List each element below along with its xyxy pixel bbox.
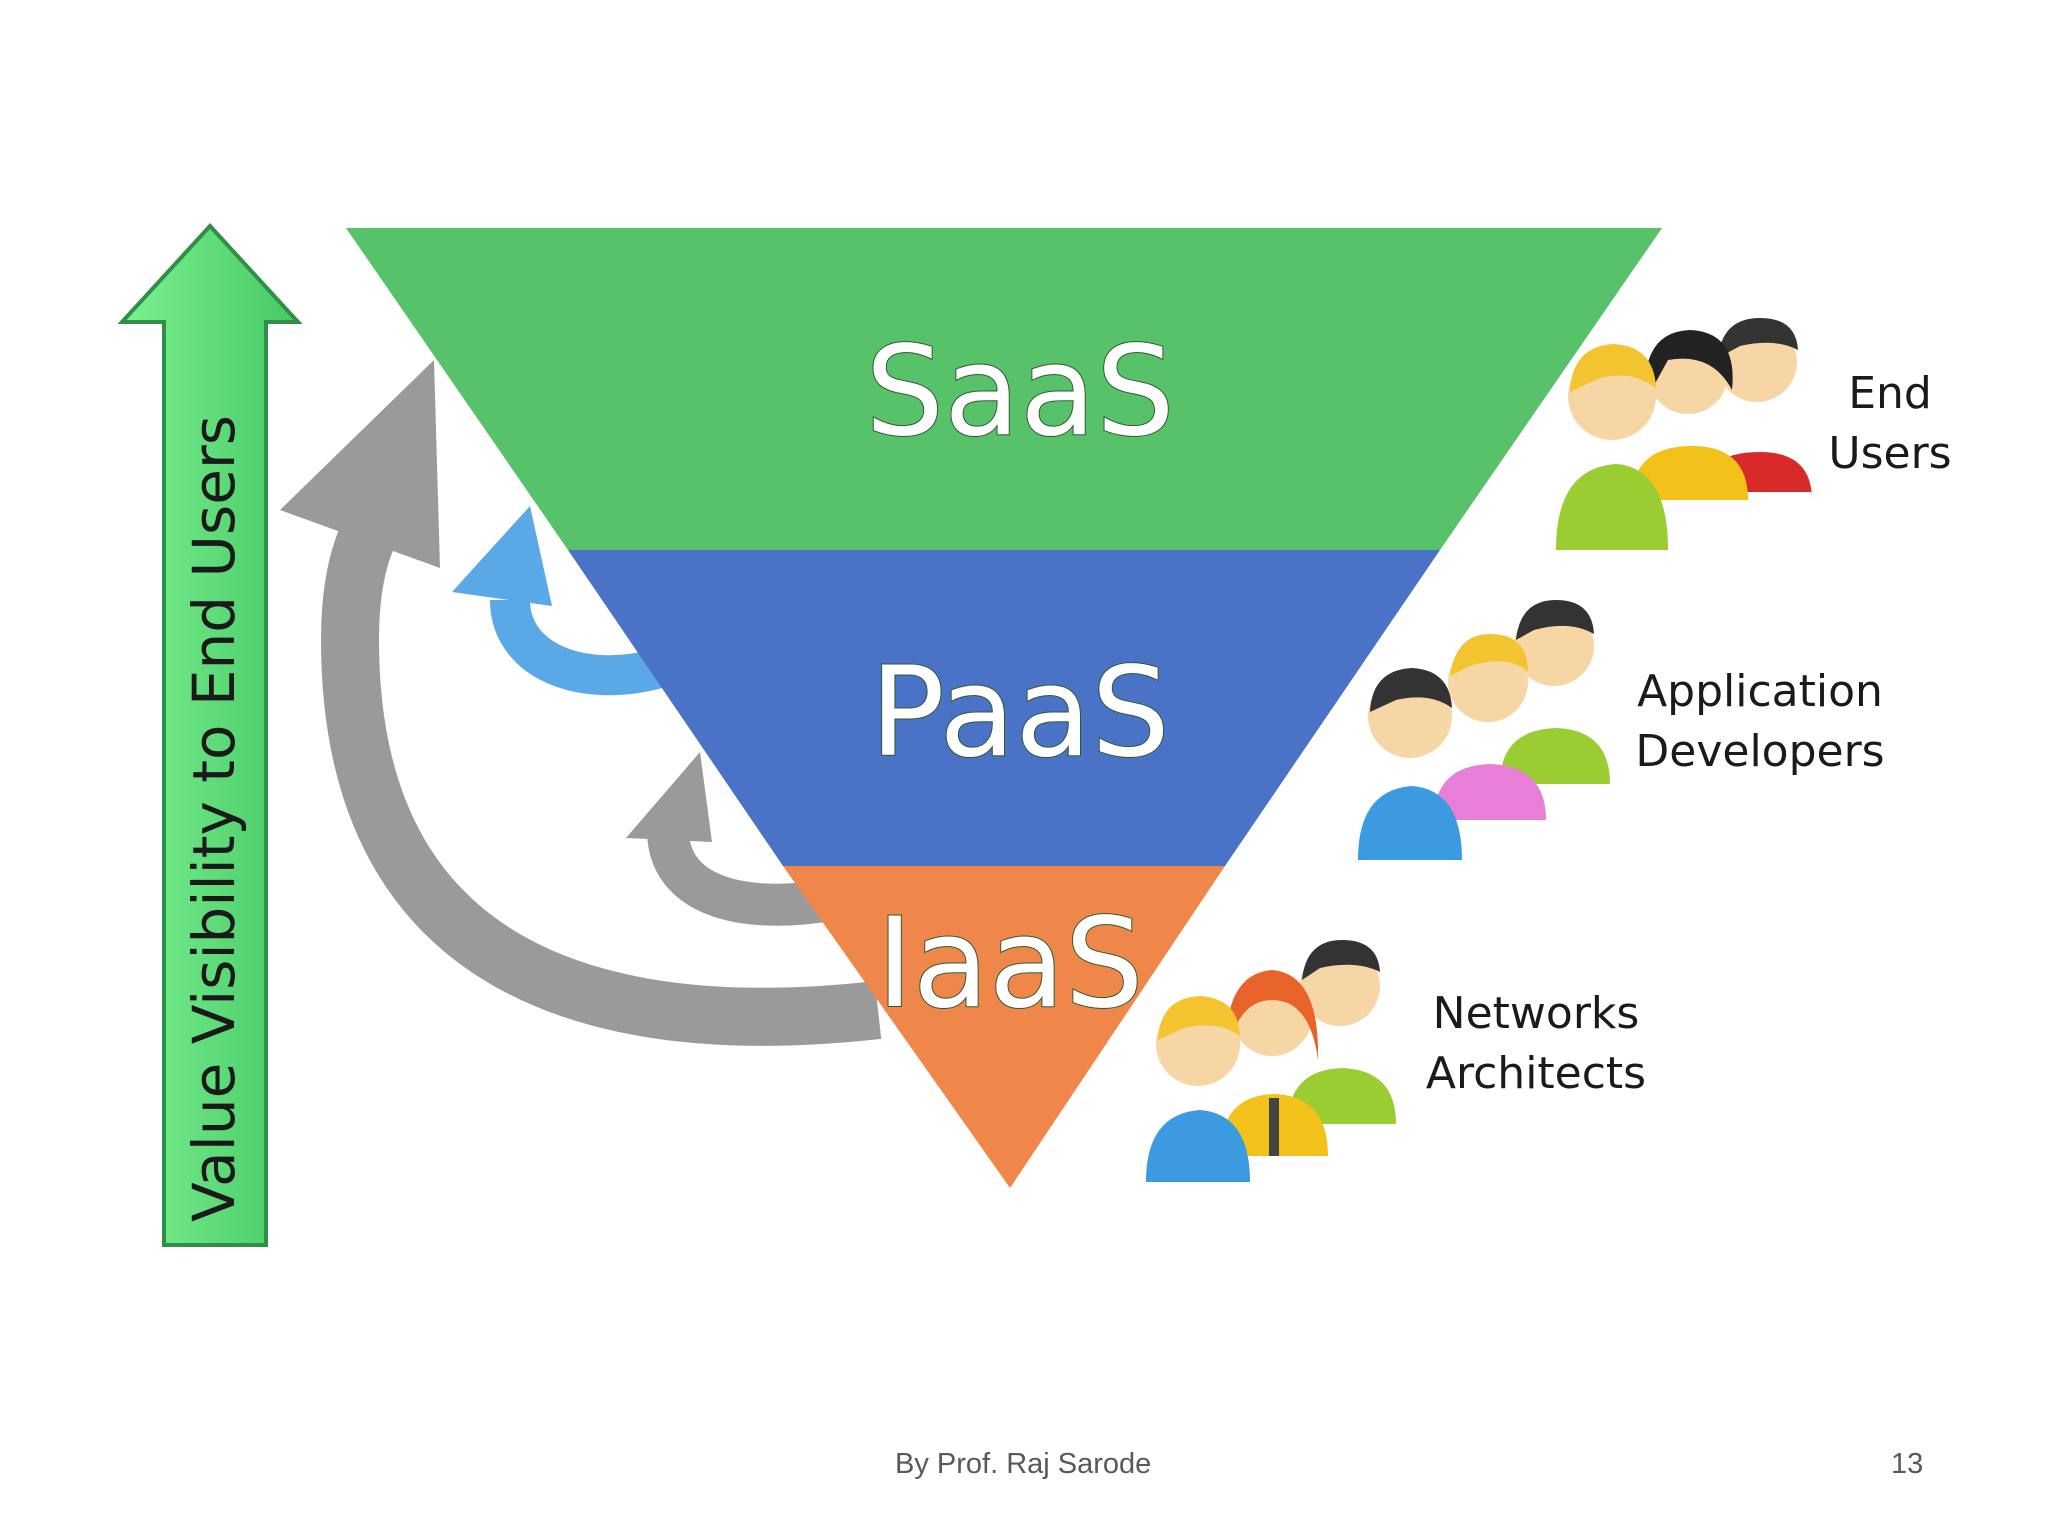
saas-label: SaaS: [865, 320, 1174, 464]
end-users-icon: [1556, 318, 1812, 550]
paas-layer: [568, 550, 1440, 866]
saas-layer: [346, 228, 1662, 550]
curved-arrow-medium-head-icon: [626, 752, 712, 842]
network-architects-label-line2: Architects: [1426, 1048, 1646, 1099]
network-architects-icon: [1146, 940, 1396, 1182]
iaas-layer: [783, 866, 1225, 1188]
service-pyramid: SaaS PaaS IaaS: [346, 228, 1662, 1188]
application-developers-label-line2: Developers: [1635, 726, 1884, 777]
value-visibility-arrow: Value Visibility to End Users: [117, 223, 303, 1247]
curved-arrow-large-head-icon: [280, 360, 440, 568]
footer-author: By Prof. Raj Sarode: [895, 1448, 1152, 1480]
application-developers-label: Application: [1637, 666, 1883, 717]
value-arrow-shape: [117, 223, 303, 1247]
curved-arrow-blue-icon: [490, 598, 666, 696]
network-architects-label: Networks: [1433, 988, 1640, 1039]
curved-arrows: [280, 360, 882, 1046]
curved-arrow-large-icon: [320, 471, 882, 1046]
value-axis-label: Value Visibility to End Users: [180, 415, 248, 1222]
end-users-label-line2: Users: [1828, 428, 1951, 479]
iaas-label: IaaS: [876, 892, 1143, 1036]
end-users-label: End: [1848, 368, 1932, 419]
curved-arrow-medium-icon: [647, 828, 834, 926]
application-developers-icon: [1358, 600, 1610, 860]
slide-number: 13: [1891, 1448, 1924, 1480]
paas-label: PaaS: [870, 641, 1170, 785]
curved-arrow-blue-head-icon: [452, 506, 552, 606]
